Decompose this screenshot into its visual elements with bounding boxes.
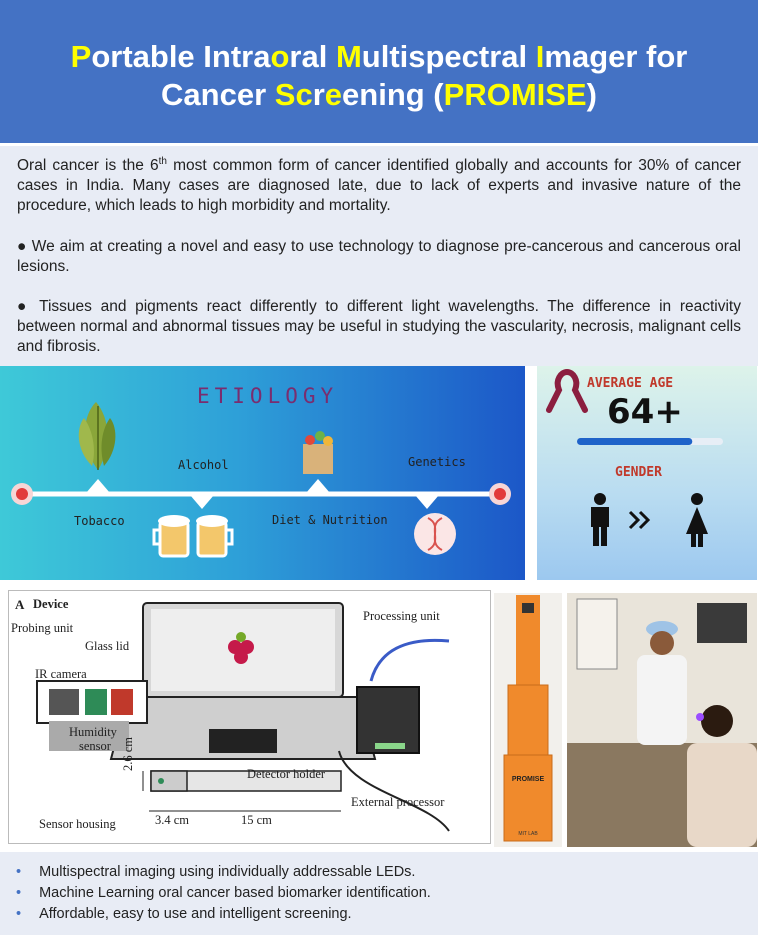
summary-section: • Multispectral imaging using individuall…: [0, 852, 758, 935]
title-segment: ortable Intra: [91, 39, 271, 74]
grocery-bag-icon: [303, 431, 333, 474]
title-segment: e: [324, 77, 343, 112]
double-chevron-icon: [628, 510, 651, 530]
label-alcohol: Alcohol: [178, 458, 229, 472]
title-segment: r: [312, 77, 325, 112]
dna-icon: [414, 513, 456, 555]
detector-holder-label: Detector holder: [247, 767, 326, 781]
title-segment: Sc: [274, 77, 313, 112]
stats-panel: AVERAGE AGE 64+ GENDER: [537, 366, 757, 580]
poster-title: Portable Intraoral Multispectral Imager …: [10, 38, 748, 114]
device-photo-label: PROMISE: [511, 776, 545, 783]
intro-section: Oral cancer is the 6th most common form …: [0, 146, 758, 366]
intro-p1-superscript: th: [158, 155, 167, 167]
label-genetics: Genetics: [408, 455, 466, 469]
gender-label: GENDER: [615, 465, 662, 480]
orange-device-illustration: [503, 595, 553, 842]
raspberry-pi-logo-icon: [228, 632, 254, 664]
title-segment: ultispectral: [361, 39, 536, 74]
male-icon: [591, 493, 609, 546]
title-segment: P: [70, 39, 92, 74]
intro-p1-rest: most common form of cancer identified gl…: [17, 157, 741, 214]
screening-photo: [567, 593, 757, 847]
intro-paragraph-3: ● Tissues and pigments react differently…: [17, 298, 741, 355]
panel-letter: A: [15, 597, 25, 612]
female-icon: [686, 493, 708, 547]
dim-length-label: 15 cm: [241, 813, 272, 827]
label-tobacco: Tobacco: [74, 514, 125, 528]
timeline-end-dot: [489, 483, 511, 505]
title-segment: o: [270, 39, 290, 74]
device-photo-sublabel: MIT LAB: [518, 831, 538, 837]
device-illustration: [36, 602, 450, 832]
ir-camera-label: IR camera: [35, 667, 87, 681]
average-age-value: 64+: [607, 392, 683, 432]
intro-paragraph-2: ● We aim at creating a novel and easy to…: [17, 238, 741, 275]
title-segment: ): [586, 77, 597, 112]
age-bar-fill: [577, 438, 693, 445]
device-diagram: A Device Probing unit Glass lid IR camer…: [8, 590, 491, 844]
intro-paragraph-1: Oral cancer is the 6th most common form …: [17, 156, 741, 216]
stats-graphics: [546, 368, 723, 547]
etiology-timeline: [11, 402, 511, 558]
device-photo: PROMISE MIT LAB: [494, 593, 562, 847]
dim-width-label: 3.4 cm: [155, 813, 190, 827]
title-segment: I: [535, 39, 545, 74]
etiology-panel: ETIOLOGY: [0, 366, 525, 580]
bullet-dot: •: [16, 906, 22, 922]
screening-scene-illustration: [567, 593, 757, 847]
dim-height-label: 2.6 cm: [121, 736, 135, 771]
intro-p1-start: Oral cancer is the 6: [17, 157, 159, 174]
summary-bullet-1-text: Multispectral imaging using individually…: [39, 864, 416, 880]
tobacco-leaf-icon: [78, 402, 116, 470]
title-segment: M: [335, 39, 362, 74]
humidity-label: Humidity: [69, 725, 117, 739]
probing-unit-illustration: [36, 680, 148, 751]
title-segment: PROMISE: [443, 77, 587, 112]
summary-bullet-2-text: Machine Learning oral cancer based bioma…: [39, 885, 431, 901]
title-segment: ral: [289, 39, 336, 74]
summary-bullet-3-text: Affordable, easy to use and intelligent …: [39, 906, 352, 922]
summary-bullet-2: • Machine Learning oral cancer based biom…: [16, 885, 431, 901]
title-segment: ening (: [342, 77, 444, 112]
label-diet: Diet & Nutrition: [272, 513, 388, 527]
laptop-icon: [109, 602, 377, 760]
title-segment: Cancer: [161, 77, 275, 112]
summary-bullet-1: • Multispectral imaging using individuall…: [16, 864, 415, 880]
beer-mugs-icon: [152, 515, 234, 558]
panel-title: Device: [33, 597, 69, 611]
timeline-start-dot: [11, 483, 33, 505]
sensor-housing-label: Sensor housing: [39, 817, 116, 831]
poster-title-line-1: Portable Intraoral Multispectral Imager …: [10, 38, 748, 76]
title-segment: mager for: [544, 39, 688, 74]
sensor-label: sensor: [79, 739, 111, 753]
awareness-ribbon-icon: [546, 368, 588, 413]
average-age-label: AVERAGE AGE: [587, 376, 674, 391]
bullet-dot: •: [16, 885, 22, 901]
bullet-dot: •: [16, 864, 22, 880]
poster-title-line-2: Cancer Screening (PROMISE): [10, 76, 748, 114]
processing-unit-illustration: [356, 638, 450, 754]
glass-lid-label: Glass lid: [85, 639, 130, 653]
etiology-title: ETIOLOGY: [197, 384, 339, 408]
detector-holder-illustration: [150, 770, 342, 792]
processing-unit-label: Processing unit: [363, 609, 440, 623]
probing-unit-label: Probing unit: [11, 621, 74, 635]
summary-bullet-3: • Affordable, easy to use and intelligent…: [16, 906, 352, 922]
title-banner: [0, 0, 758, 143]
external-processor-label: External processor: [351, 795, 445, 809]
